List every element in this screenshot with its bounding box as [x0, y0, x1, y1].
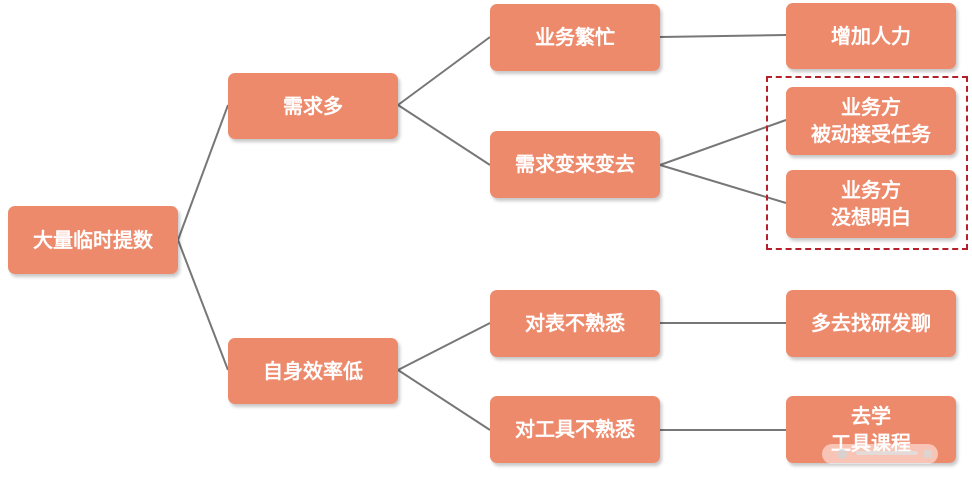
node-courses: 去学 工具课程 [786, 396, 956, 463]
link-changing-passive [659, 119, 787, 166]
watermark-logo-icon [822, 444, 938, 464]
node-low-efficiency-label: 自身效率低 [263, 358, 363, 383]
link-busy-staff [659, 34, 787, 38]
node-unclear-line-1: 业务方 [841, 178, 901, 202]
node-courses-line-1: 去学 [851, 403, 891, 428]
node-add-staff-label: 增加人力 [831, 23, 911, 48]
link-demand-changing [397, 104, 491, 166]
node-passive: 业务方 被动接受任务 [786, 87, 956, 155]
node-unfamiliar-tools: 对工具不熟悉 [490, 396, 660, 463]
node-unfamiliar-tools-label: 对工具不熟悉 [515, 417, 635, 441]
highlight-dashed-box [766, 76, 968, 250]
node-unfamiliar-tables-label: 对表不熟悉 [525, 311, 625, 335]
link-efficiency-tables [397, 322, 491, 371]
node-demand-many-label: 需求多 [283, 93, 343, 118]
node-changing: 需求变来变去 [490, 131, 660, 198]
node-passive-line-1: 业务方 [841, 95, 901, 119]
node-busy: 业务繁忙 [490, 4, 660, 71]
node-changing-label: 需求变来变去 [515, 152, 635, 176]
link-root-demand [177, 104, 229, 241]
link-efficiency-tools [397, 369, 491, 431]
node-chat-devs: 多去找研发聊 [786, 290, 956, 357]
node-unclear: 业务方 没想明白 [786, 170, 956, 238]
node-low-efficiency: 自身效率低 [228, 338, 398, 404]
node-busy-label: 业务繁忙 [535, 25, 615, 49]
node-passive-line-2: 被动接受任务 [811, 122, 931, 146]
node-unclear-line-2: 没想明白 [831, 205, 911, 229]
link-root-efficiency [177, 239, 229, 371]
node-demand-many: 需求多 [228, 73, 398, 139]
node-chat-devs-label: 多去找研发聊 [811, 311, 931, 335]
node-root: 大量临时提数 [8, 206, 178, 274]
link-demand-busy [397, 36, 491, 106]
link-changing-unclear [659, 164, 787, 204]
node-add-staff: 增加人力 [786, 3, 956, 69]
node-unfamiliar-tables: 对表不熟悉 [490, 290, 660, 357]
node-root-label: 大量临时提数 [33, 227, 153, 252]
